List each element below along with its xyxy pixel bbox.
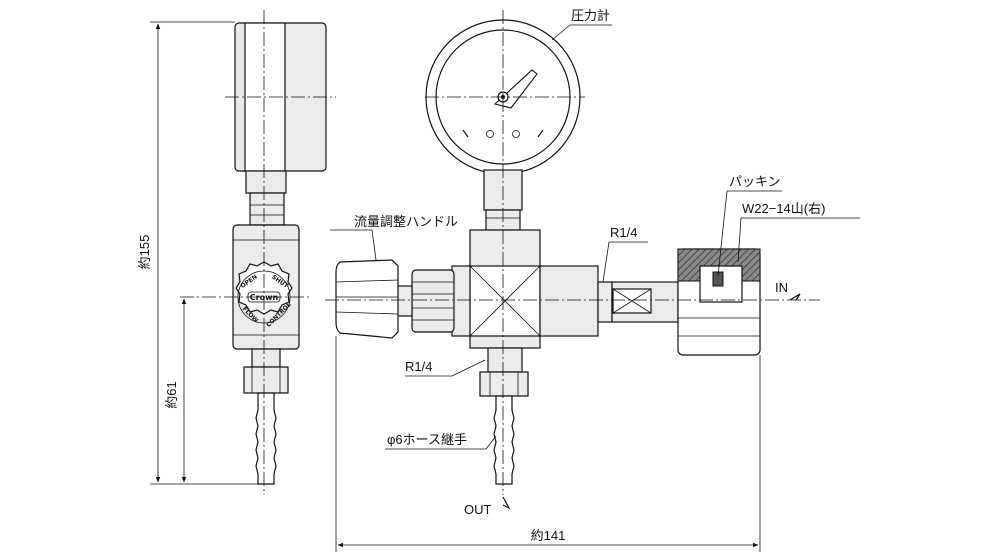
label-hose-joint: φ6ホース継手: [387, 432, 467, 447]
label-packing: パッキン: [729, 174, 781, 189]
side-outlet-nut: [243, 366, 289, 394]
side-outlet-neck: [251, 348, 281, 368]
flow-indicators: IN OUT: [464, 280, 801, 517]
label-thread: W22−14山(右): [742, 201, 825, 216]
width-total-label: 約141: [531, 528, 566, 543]
label-r14-bottom: R1/4: [405, 359, 432, 374]
side-hex-nut: [249, 192, 285, 226]
height-total-label: 約155: [137, 235, 152, 270]
height-dimensions: 約155 約61: [137, 21, 258, 485]
front-view: [325, 10, 820, 495]
callouts: 圧力計 流量調整ハンドル R1/4 パッキン W22−14山(右) R1/4 φ…: [330, 8, 860, 450]
width-dimension: 約141: [335, 336, 761, 552]
flow-handle: [335, 259, 399, 339]
outlet-flow-arrow: [502, 496, 511, 510]
label-flow-handle: 流量調整ハンドル: [354, 214, 458, 229]
label-r14-top: R1/4: [610, 225, 637, 240]
outlet-neck: [487, 347, 523, 373]
valve-left-boss: [451, 265, 471, 337]
side-gauge-stem: [245, 170, 287, 194]
side-view: Crown OPEN SHUT FLOW CONTROL: [180, 10, 336, 495]
height-lower-label: 約61: [164, 381, 179, 408]
inlet-flow-arrow: [789, 293, 801, 301]
handle-bonnet-nut: [411, 269, 455, 333]
packing-ring: [712, 271, 724, 287]
inlet-thread: [597, 281, 613, 323]
outlet-label: OUT: [464, 502, 492, 517]
inlet-label: IN: [775, 280, 788, 295]
hose-barb: [493, 395, 515, 485]
label-pressure-gauge: 圧力計: [571, 8, 610, 23]
outlet-nut: [479, 371, 529, 397]
valve-right-boss: [539, 265, 599, 337]
side-hose-barb: [255, 392, 277, 485]
